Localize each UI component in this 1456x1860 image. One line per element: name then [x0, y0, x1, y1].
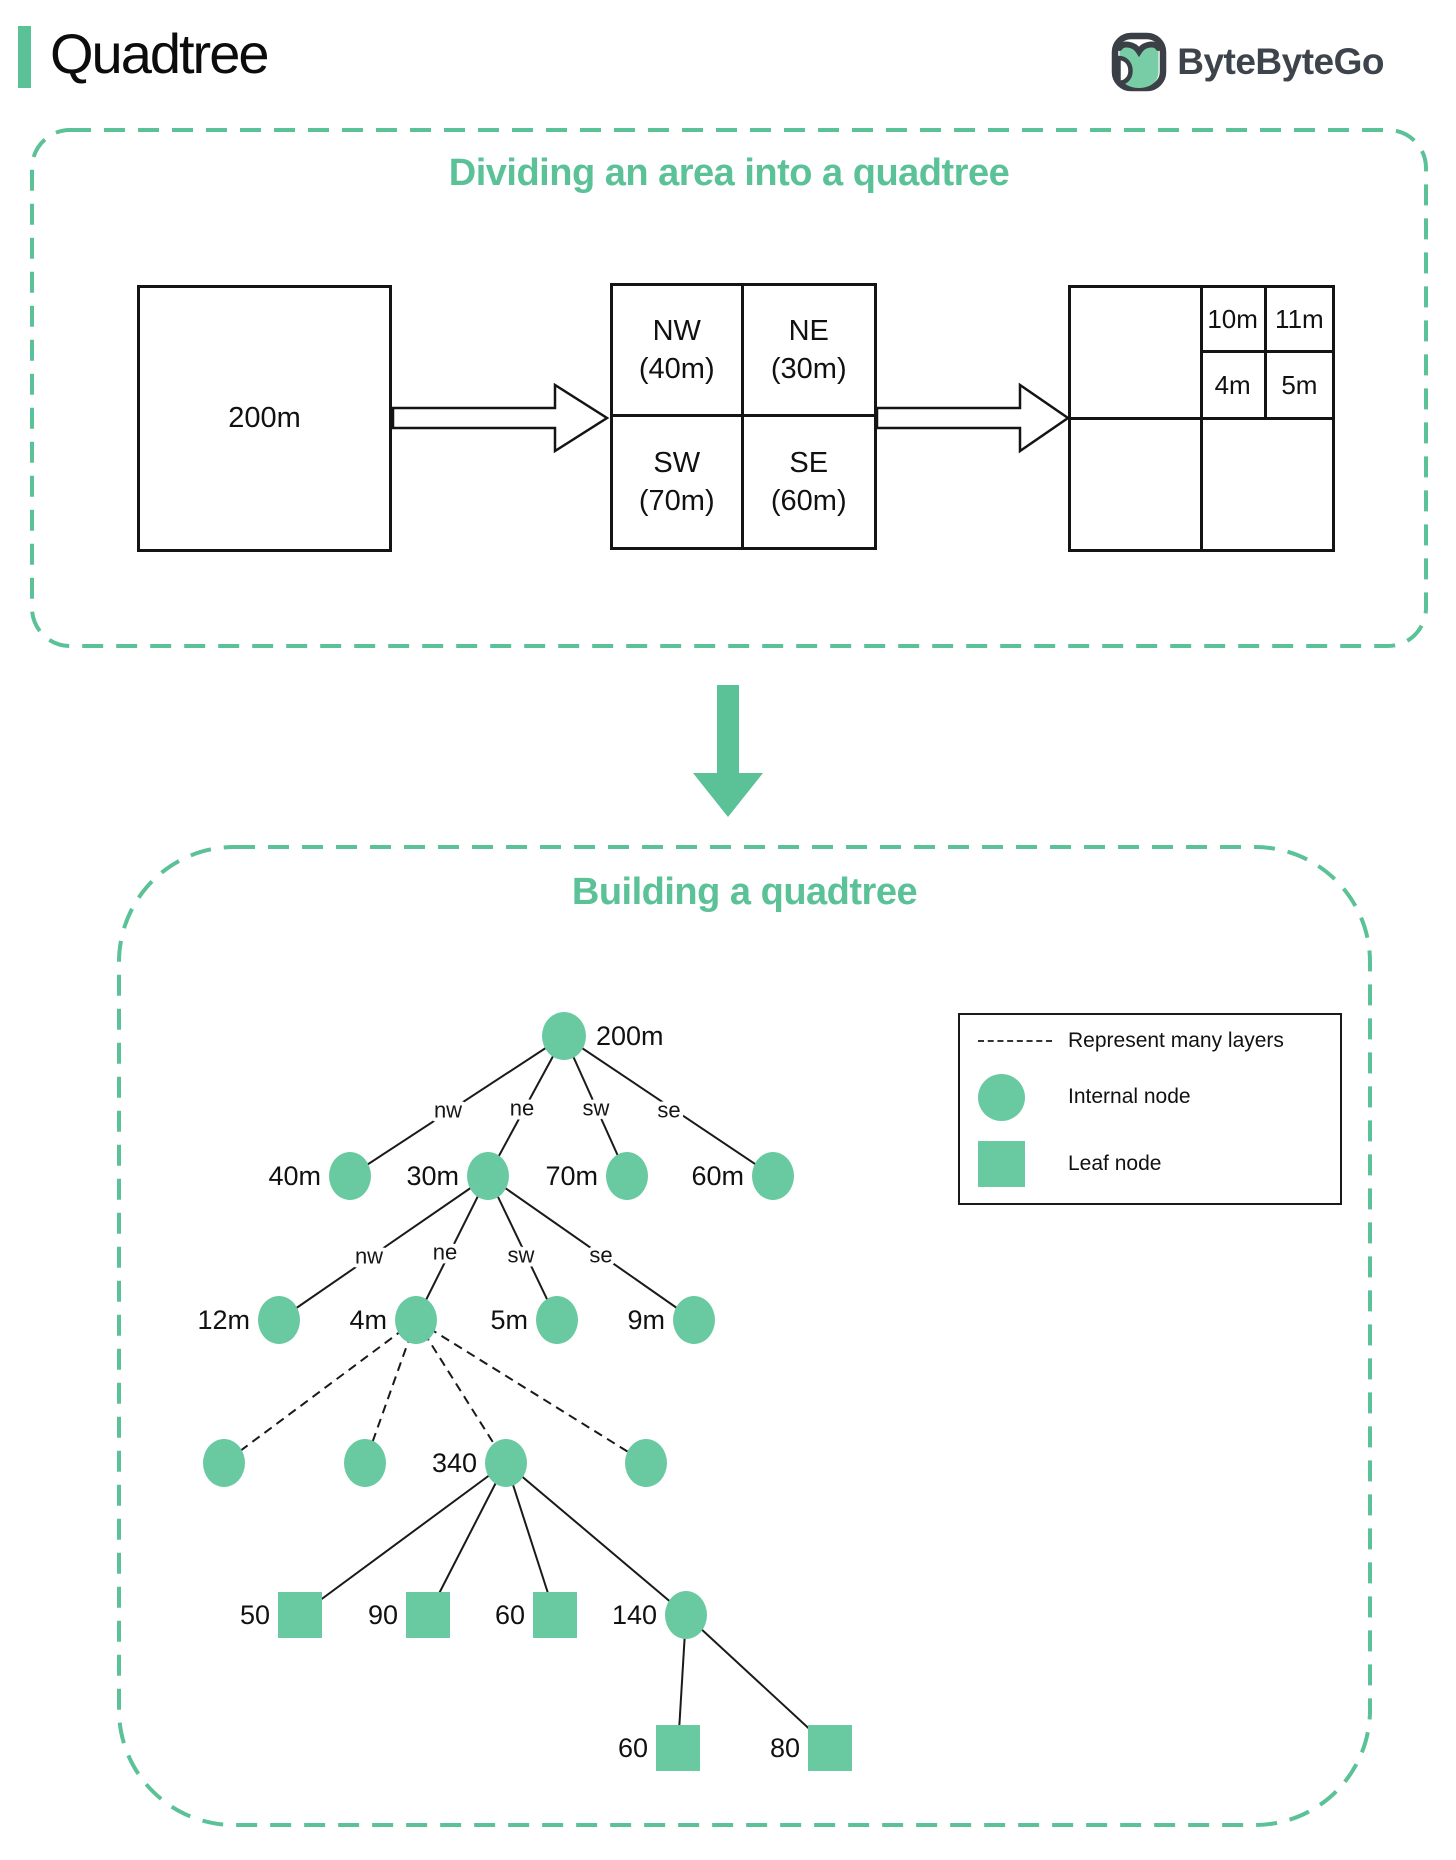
quadrant-sw-name: SW: [653, 446, 701, 479]
panel-building-quadtree: Building a quadtree Represent many layer…: [119, 847, 1370, 1825]
quadrant-se-name: SE: [789, 446, 829, 479]
legend: Represent many layers Internal node Leaf…: [958, 1013, 1342, 1205]
legend-row-leaf-node: Leaf node: [978, 1141, 1324, 1187]
legend-leaf-node-label: Leaf node: [1068, 1152, 1162, 1175]
square-quadrants: NW (40m) NE (30m) SW (70m) SE (60m): [610, 283, 877, 550]
square-200m: 200m: [137, 285, 392, 552]
subcell-10m: 10m: [1201, 288, 1267, 354]
quadrant-ne: NE (30m): [743, 286, 874, 417]
bytebytego-logo-icon: [1111, 32, 1167, 92]
quadrant-ne-name: NE: [788, 314, 829, 347]
title-accent-bar: [18, 26, 31, 88]
subcell-5m: 5m: [1281, 370, 1318, 401]
subdivided-ne-quadrant: 10m 11m 4m 5m: [1201, 288, 1332, 419]
legend-key: [978, 1040, 1068, 1042]
quadrant-se: SE (60m): [744, 417, 875, 548]
legend-row-many-layers: Represent many layers: [978, 1029, 1324, 1053]
leaf-node-icon: [978, 1141, 1025, 1187]
panel-building-title: Building a quadtree: [571, 871, 918, 913]
panel-dividing-area: Dividing an area into a quadtree 200m NW…: [32, 130, 1426, 646]
legend-internal-node-label: Internal node: [1068, 1085, 1191, 1108]
page-title: Quadtree: [50, 22, 269, 85]
subcell-4m: 4m: [1202, 353, 1267, 419]
quadrant-nw: NW (40m): [613, 286, 744, 417]
legend-row-internal-node: Internal node: [978, 1073, 1324, 1121]
legend-key: [978, 1073, 1068, 1121]
brand: ByteByteGo: [1111, 32, 1384, 92]
subcell-11m: 11m: [1266, 288, 1332, 354]
many-layers-dash-icon: [978, 1040, 1052, 1042]
quadrant-nw-name: NW: [652, 314, 701, 347]
quadrant-sw-value: (70m): [638, 484, 715, 517]
legend-many-layers-label: Represent many layers: [1068, 1029, 1284, 1052]
square-subdivided: 10m 11m 4m 5m: [1068, 285, 1335, 552]
brand-name: ByteByteGo: [1177, 41, 1384, 82]
quadrant-nw-value: (40m): [638, 352, 715, 385]
quadrant-se-value: (60m): [770, 484, 847, 517]
quadrant-ne-value: (30m): [770, 352, 847, 385]
quadrant-sw: SW (70m): [613, 416, 744, 547]
square-200m-label: 200m: [228, 402, 301, 434]
panel-dividing-title: Dividing an area into a quadtree: [448, 152, 1010, 194]
internal-node-icon: [978, 1073, 1025, 1121]
down-arrow-icon: [693, 685, 763, 817]
legend-key: [978, 1141, 1068, 1187]
